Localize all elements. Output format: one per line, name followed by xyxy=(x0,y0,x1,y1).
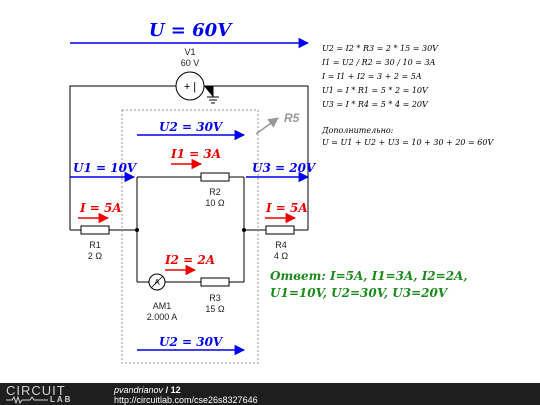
current-arrows xyxy=(78,158,297,276)
u3-label: U3 = 20V xyxy=(252,161,317,175)
r4-name: R4 xyxy=(275,240,287,250)
source-value: 60 V xyxy=(181,58,200,68)
i-left-label: I = 5A xyxy=(79,201,122,215)
total-voltage-label: U = 60V xyxy=(149,20,233,41)
equation-2: I1 = U2 / R2 = 30 / 10 = 3A xyxy=(321,58,436,67)
r1-value: 2 Ω xyxy=(88,251,103,261)
subcircuit-label: R5 xyxy=(284,111,300,125)
resistor-r4: R4 4 Ω xyxy=(265,225,295,261)
extra-equation: U = U1 + U2 + U3 = 10 + 30 + 20 = 60V xyxy=(322,138,494,147)
logo-wave-icon xyxy=(6,396,48,404)
ammeter-name: AM1 xyxy=(153,301,172,311)
revision-number: / 12 xyxy=(165,385,181,395)
voltage-source-v1: + | V1 60 V xyxy=(175,47,205,101)
i-right-label: I = 5A xyxy=(265,201,308,215)
source-symbol: + | xyxy=(184,81,196,93)
u2-bottom-label: U2 = 30V xyxy=(159,335,224,349)
answer-line-1: Ответ: I=5A, I1=3A, I2=2A, xyxy=(270,269,468,283)
u2-top-label: U2 = 30V xyxy=(159,120,224,134)
r3-value: 15 Ω xyxy=(205,304,225,314)
r2-value: 10 Ω xyxy=(205,198,225,208)
ammeter-symbol: A xyxy=(154,278,160,287)
resistor-r1: R1 2 Ω xyxy=(80,225,110,261)
answer-line-2: U1=10V, U2=30V, U3=20V xyxy=(270,286,449,300)
author-name[interactable]: pvandrianov xyxy=(114,385,164,395)
i1-label: I1 = 3A xyxy=(170,147,221,161)
junction-dots xyxy=(135,228,246,232)
u1-label: U1 = 10V xyxy=(73,161,138,175)
resistor-r3: R3 15 Ω xyxy=(200,277,230,314)
circuit-url[interactable]: http://circuitlab.com/cse26s8327646 xyxy=(114,395,258,405)
logo-text-top: CIRCUIT xyxy=(6,383,66,398)
equation-4: U1 = I * R1 = 5 * 2 = 10V xyxy=(322,86,429,95)
resistor-r2: R2 10 Ω xyxy=(200,172,230,208)
equations: U2 = I2 * R3 = 2 * 15 = 30V I1 = U2 / R2… xyxy=(321,44,494,147)
circuitlab-logo[interactable]: CIRCUIT LAB xyxy=(6,384,96,404)
r3-name: R3 xyxy=(209,293,221,303)
equation-5: U3 = I * R4 = 5 * 4 = 20V xyxy=(322,100,429,109)
ammeter-value: 2.000 A xyxy=(147,312,178,322)
author-line: pvandrianov / 12 xyxy=(114,385,181,395)
r1-name: R1 xyxy=(89,240,101,250)
voltage-arrows xyxy=(70,37,310,356)
r4-value: 4 Ω xyxy=(274,251,289,261)
equation-3: I = I1 + I2 = 3 + 2 = 5A xyxy=(321,72,422,81)
source-name: V1 xyxy=(184,47,195,57)
r2-name: R2 xyxy=(209,187,221,197)
i2-label: I2 = 2A xyxy=(164,253,215,267)
footer-bar: CIRCUIT LAB pvandrianov / 12 http://circ… xyxy=(0,383,540,405)
extra-title: Дополнительно: xyxy=(321,126,394,135)
ground-symbol xyxy=(204,85,219,104)
logo-text-bottom: LAB xyxy=(50,395,73,404)
ammeter-am1: A AM1 2.000 A xyxy=(147,273,178,322)
equation-1: U2 = I2 * R3 = 2 * 15 = 30V xyxy=(322,44,439,53)
subcircuit-r5: R5 xyxy=(121,109,300,364)
